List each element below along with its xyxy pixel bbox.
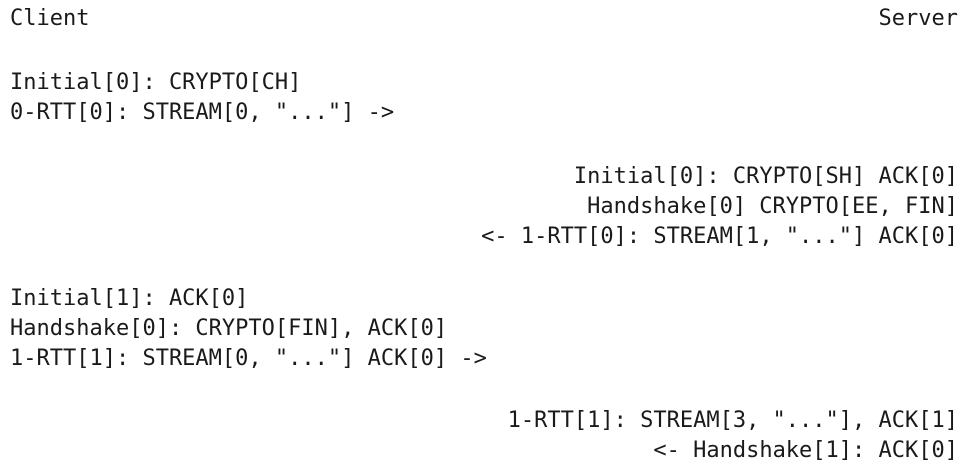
client-flight-2-line-3: 1-RTT[1]: STREAM[0, "..."] ACK[0] -> bbox=[10, 346, 487, 371]
server-flight-2-line-1: 1-RTT[1]: STREAM[3, "..."], ACK[1] bbox=[507, 408, 958, 433]
client-label: Client bbox=[10, 6, 90, 31]
server-flight-1-line-1: Initial[0]: CRYPTO[SH] ACK[0] bbox=[573, 164, 958, 189]
server-flight-2-line-2: <- Handshake[1]: ACK[0] bbox=[653, 438, 958, 463]
client-flight-2-line-2: Handshake[0]: CRYPTO[FIN], ACK[0] bbox=[10, 316, 448, 341]
server-label: Server bbox=[878, 6, 958, 31]
client-flight-1-line-1: Initial[0]: CRYPTO[CH] bbox=[10, 70, 302, 95]
server-flight-1-line-3: <- 1-RTT[0]: STREAM[1, "..."] ACK[0] bbox=[481, 224, 958, 249]
client-flight-2-line-1: Initial[1]: ACK[0] bbox=[10, 286, 249, 311]
client-flight-1-line-2: 0-RTT[0]: STREAM[0, "..."] -> bbox=[10, 100, 395, 125]
server-flight-1-line-2: Handshake[0] CRYPTO[EE, FIN] bbox=[587, 194, 958, 219]
